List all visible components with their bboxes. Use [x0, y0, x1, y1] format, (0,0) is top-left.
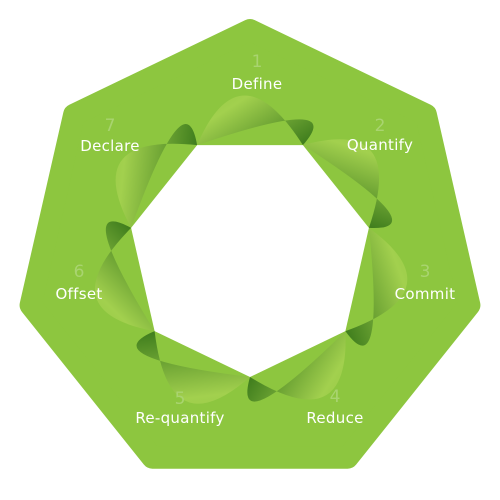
- step-5-number: 5: [175, 389, 186, 409]
- step-7-label: Declare: [80, 137, 140, 155]
- swoop-bands: [94, 95, 408, 404]
- step-2-label: Quantify: [347, 136, 413, 154]
- step-4-number: 4: [330, 387, 341, 407]
- step-6: 6 Offset: [55, 262, 102, 303]
- step-2-number: 2: [375, 116, 386, 136]
- step-4-label: Reduce: [306, 409, 363, 427]
- step-3: 3 Commit: [395, 262, 456, 303]
- swoop-band: [302, 139, 393, 229]
- step-4: 4 Reduce: [306, 387, 363, 427]
- step-3-label: Commit: [395, 285, 456, 303]
- step-3-number: 3: [420, 262, 431, 282]
- swoop-band: [345, 227, 408, 346]
- step-6-label: Offset: [55, 285, 102, 303]
- swoop-band: [197, 95, 314, 146]
- swoop-band: [94, 221, 155, 332]
- step-7: 7 Declare: [80, 116, 140, 155]
- step-2: 2 Quantify: [347, 116, 413, 154]
- swoop-band: [136, 331, 250, 404]
- step-1-label: Define: [232, 75, 283, 93]
- swoop-band: [115, 124, 198, 228]
- step-1-number: 1: [252, 52, 263, 72]
- step-5: 5 Re-quantify: [135, 389, 224, 427]
- step-5-label: Re-quantify: [135, 409, 224, 427]
- step-6-number: 6: [74, 262, 85, 282]
- center-hole: [131, 145, 369, 377]
- step-1: 1 Define: [232, 52, 283, 93]
- swoop-band: [247, 331, 346, 402]
- step-7-number: 7: [105, 116, 116, 136]
